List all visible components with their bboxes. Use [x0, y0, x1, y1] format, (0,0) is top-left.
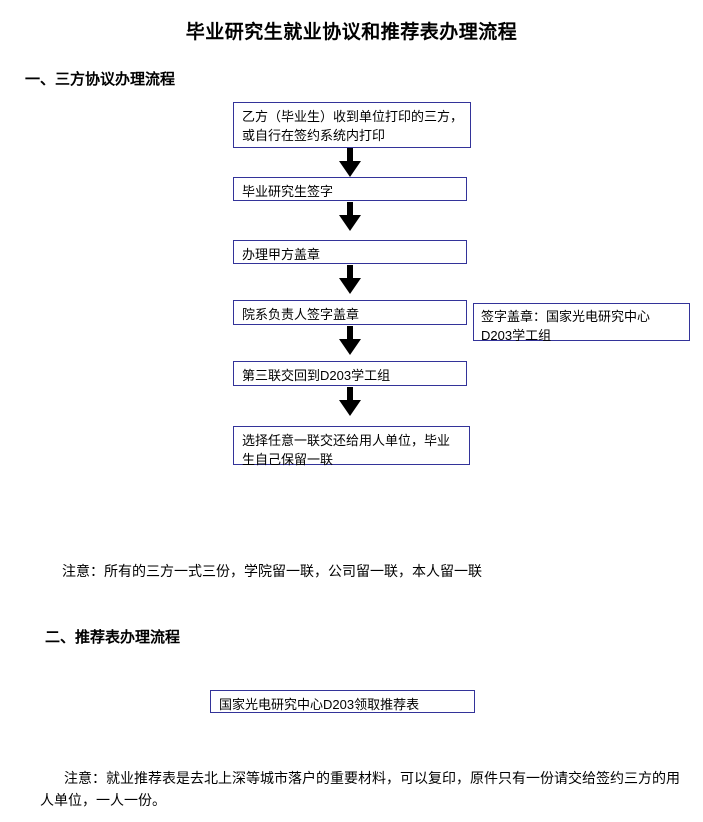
flow-box-party-a-seal: 办理甲方盖章	[233, 240, 467, 264]
flow-box-return-third-copy: 第三联交回到D203学工组	[233, 361, 467, 386]
flow-box-student-sign: 毕业研究生签字	[233, 177, 467, 201]
flow-box-side-note-signature-seal: 签字盖章：国家光电研究中心 D203学工组	[473, 303, 690, 343]
arrow-down-icon-5	[339, 387, 361, 416]
note-recommendation: 注意：就业推荐表是去北上深等城市落户的重要材料，可以复印，原件只有一份请交给签约…	[40, 770, 680, 808]
flow-box-distribute-copies: 选择任意一联交还给用人单位，毕业 生自己保留一联	[233, 426, 470, 467]
arrow-down-icon-3	[339, 265, 361, 294]
flow-box-department-head-sign-seal: 院系负责人签字盖章	[233, 300, 467, 325]
arrow-down-icon-4	[339, 326, 361, 355]
flow-box-collect-recommendation-form: 国家光电研究中心D203领取推荐表	[210, 690, 475, 713]
section-heading-recommendation: 二、推荐表办理流程	[45, 629, 181, 646]
section-heading-agreement: 一、三方协议办理流程	[25, 71, 176, 88]
arrow-down-icon-2	[339, 202, 361, 231]
arrow-down-icon-1	[339, 148, 361, 177]
note-agreement: 注意：所有的三方一式三份，学院留一联，公司留一联，本人留一联	[62, 563, 482, 579]
flow-box-receive-print: 乙方（毕业生）收到单位打印的三方， 或自行在签约系统内打印	[233, 102, 471, 148]
page-title: 毕业研究生就业协议和推荐表办理流程	[185, 22, 518, 43]
